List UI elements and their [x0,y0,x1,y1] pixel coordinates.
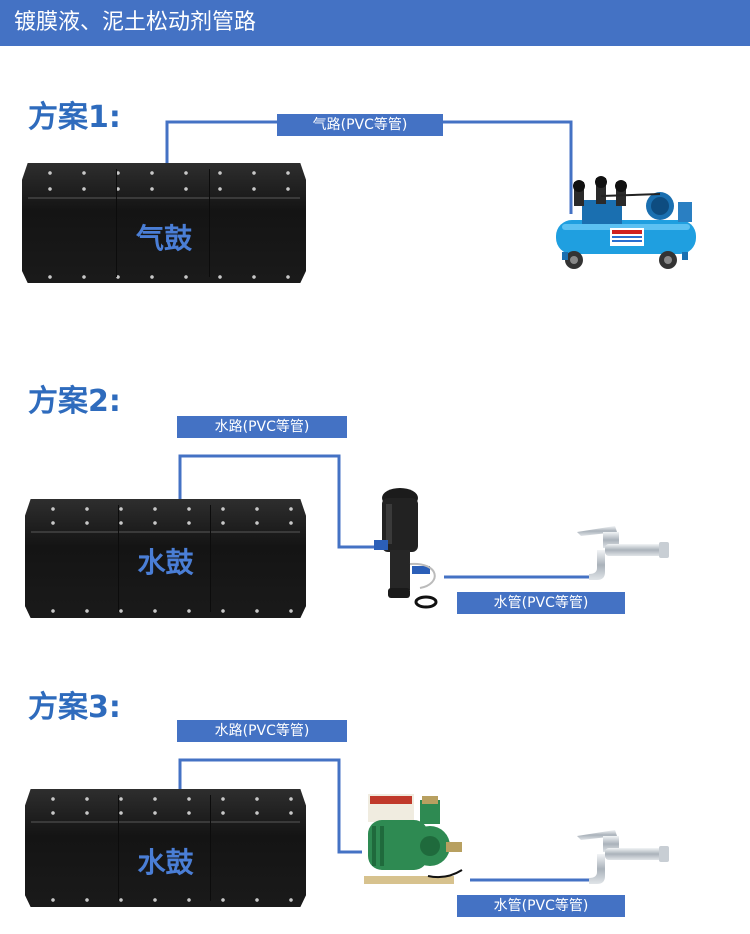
booster-pump-icon [358,790,468,890]
air-pipe-label: 气路(PVC等管) [277,114,443,136]
drum-label: 气鼓 [22,217,306,257]
dosing-pump-icon [370,484,450,614]
scheme-2-title: 方案2: [28,384,121,420]
scheme-3-title: 方案3: [28,690,121,726]
drum-label: 水鼓 [25,841,306,881]
water-drum: 水鼓 [25,789,306,907]
air-compressor-icon [552,172,702,276]
water-drum: 水鼓 [25,499,306,618]
water-hose-label: 水管(PVC等管) [457,895,625,917]
scheme-1-title: 方案1: [28,100,121,136]
faucet-icon [575,522,670,584]
water-pipe-label: 水路(PVC等管) [177,720,347,742]
drum-label: 水鼓 [25,541,306,581]
air-drum: 气鼓 [22,163,306,283]
faucet-icon [575,826,670,888]
water-pipe-label: 水路(PVC等管) [177,416,347,438]
water-hose-label: 水管(PVC等管) [457,592,625,614]
